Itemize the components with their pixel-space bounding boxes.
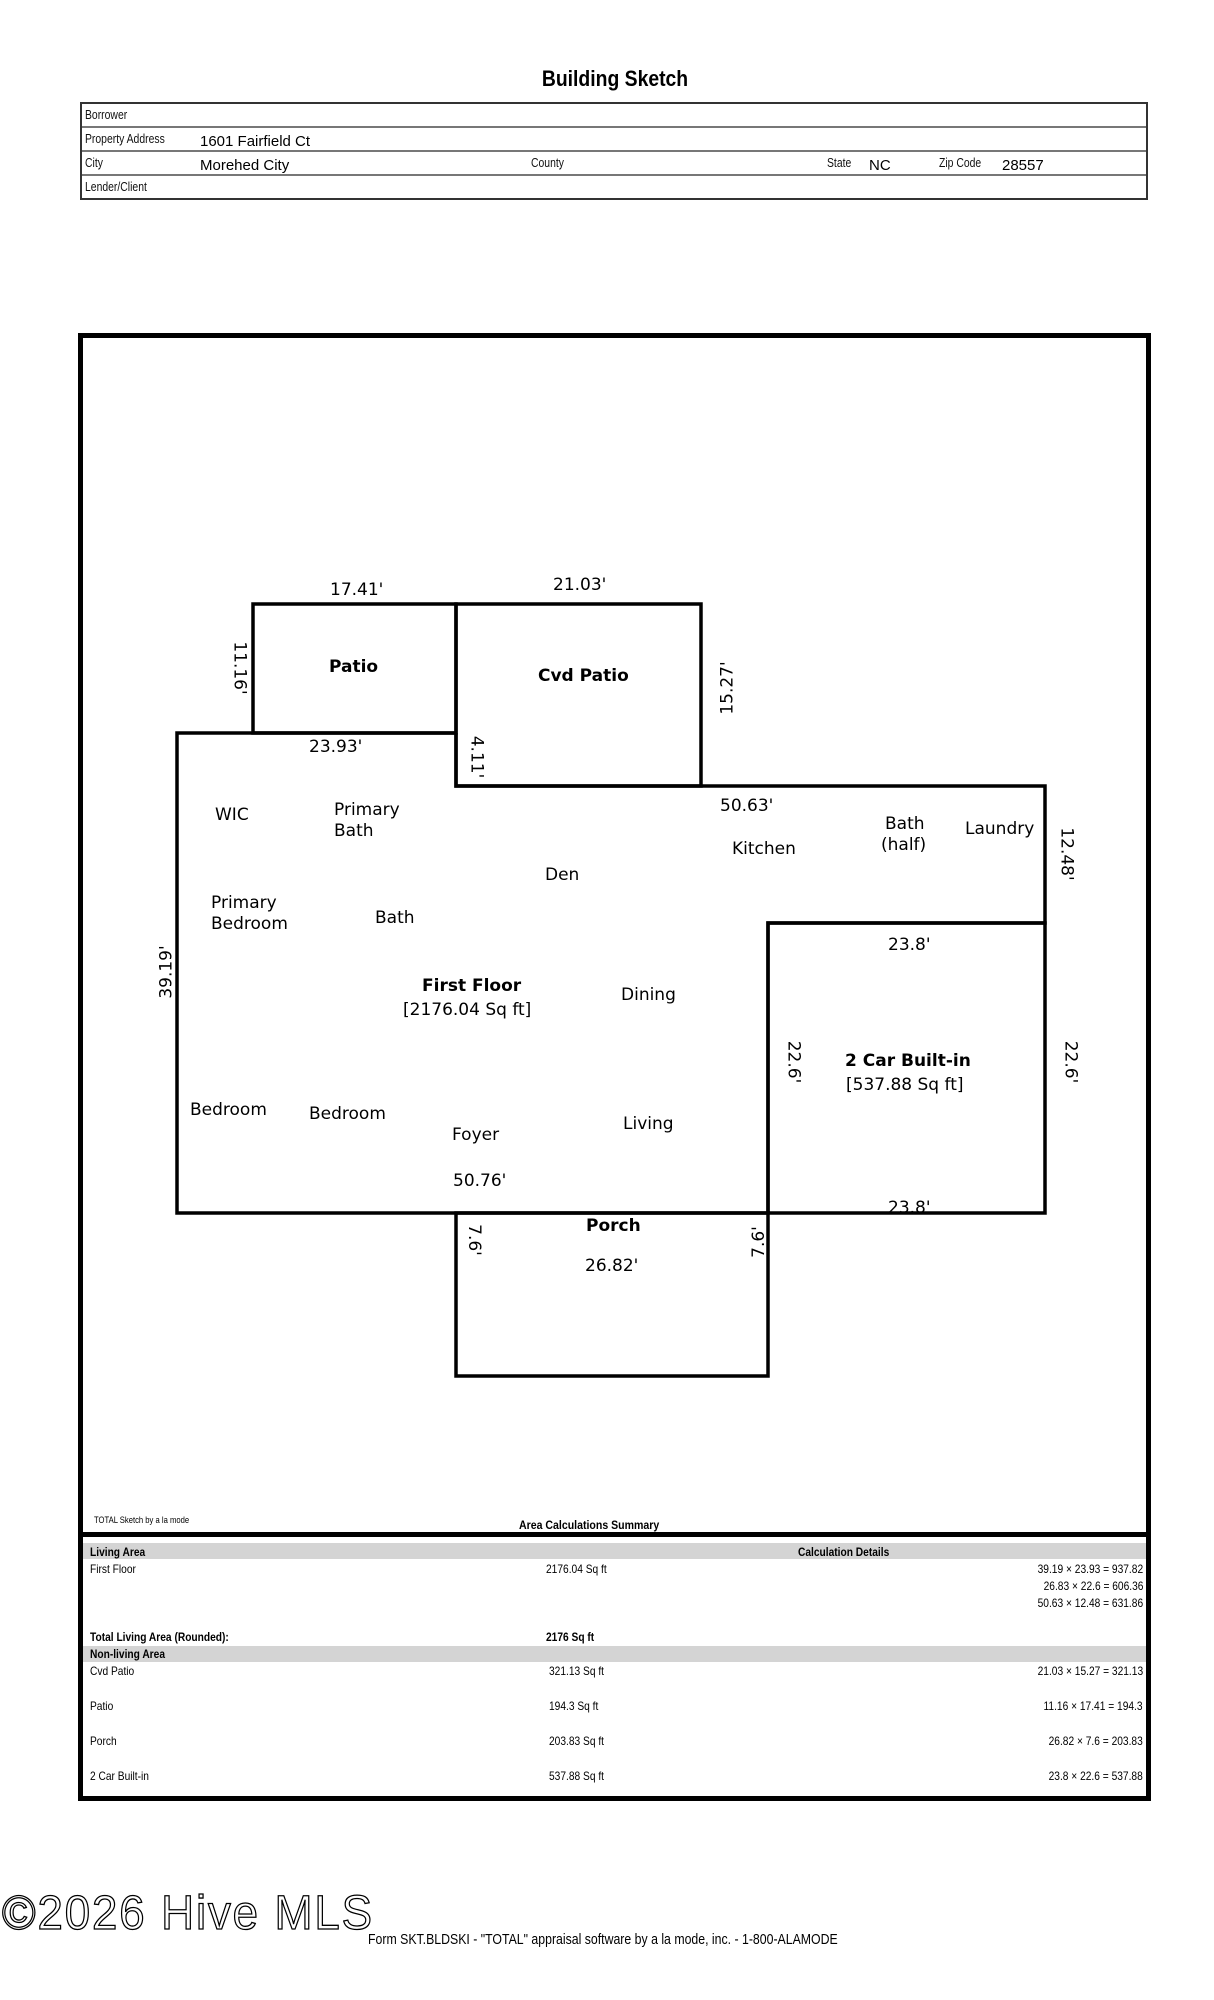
room-living: Living — [623, 1114, 674, 1134]
borrower-row: Borrower — [82, 104, 1146, 128]
dim-garage-top: 23.8' — [888, 935, 931, 955]
room-den: Den — [545, 865, 580, 885]
calculation-details-header: Calculation Details — [798, 1545, 890, 1559]
dim-step: 4.11' — [466, 735, 487, 779]
area-cvd-patio: Cvd Patio — [538, 666, 629, 686]
room-bedroom-1: Bedroom — [190, 1100, 267, 1120]
dim-porch-bottom: 26.82' — [585, 1256, 639, 1276]
nonliving-row-name: 2 Car Built-in — [90, 1769, 149, 1783]
nonliving-row-area: 203.83 Sq ft — [549, 1734, 605, 1748]
property-address-value: 1601 Fairfield Ct — [200, 133, 311, 150]
room-kitchen: Kitchen — [732, 839, 796, 859]
zip-value: 28557 — [1002, 157, 1044, 174]
nonliving-header: Non-living Area — [90, 1647, 165, 1661]
living-row-area: 2176.04 Sq ft — [546, 1562, 607, 1576]
room-primary-bedroom-2: Bedroom — [211, 914, 288, 934]
sketch-credit: TOTAL Sketch by a la mode — [94, 1515, 190, 1525]
dim-garage-right: 22.6' — [1060, 1040, 1081, 1084]
area-patio: Patio — [329, 657, 379, 677]
nonliving-row-calc: 26.82 × 7.6 = 203.83 — [1048, 1734, 1143, 1748]
garage-shape — [766, 921, 1047, 1215]
nonliving-row-calc: 21.03 × 15.27 = 321.13 — [1037, 1664, 1143, 1678]
zip-label: Zip Code — [939, 155, 982, 170]
room-primary-bath-2: Bath — [334, 821, 374, 841]
county-label: County — [531, 155, 564, 170]
living-calc-1: 39.19 × 23.93 = 937.82 — [1037, 1562, 1143, 1576]
nonliving-row-calc: 11.16 × 17.41 = 194.3 — [1043, 1699, 1143, 1713]
room-foyer: Foyer — [452, 1125, 500, 1145]
page-title: Building Sketch — [541, 66, 689, 91]
dim-porch-right: 7.6' — [748, 1226, 769, 1258]
porch-shape — [454, 1211, 770, 1378]
room-dining: Dining — [621, 985, 676, 1005]
nonliving-row-area: 194.3 Sq ft — [549, 1699, 599, 1713]
room-bedroom-2: Bedroom — [309, 1104, 386, 1124]
nonliving-row-area: 321.13 Sq ft — [549, 1664, 605, 1678]
dim-patio-left: 11.16' — [229, 641, 250, 695]
property-address-label: Property Address — [85, 131, 165, 146]
city-row: City Morehed City County State NC Zip Co… — [82, 152, 1146, 176]
nonliving-row-name: Porch — [90, 1734, 117, 1748]
nonliving-header-band — [83, 1646, 1146, 1662]
living-area-header: Living Area — [90, 1545, 146, 1559]
address-row: Property Address 1601 Fairfield Ct — [82, 128, 1146, 152]
room-primary-bath-1: Primary — [334, 800, 400, 820]
dim-cvd-top: 21.03' — [553, 575, 607, 595]
room-laundry: Laundry — [965, 819, 1035, 839]
dim-main-left: 39.19' — [156, 945, 177, 999]
nonliving-row-name: Patio — [90, 1699, 114, 1713]
area-garage-sqft: [537.88 Sq ft] — [846, 1075, 964, 1095]
room-bath: Bath — [375, 908, 415, 928]
area-first-floor: First Floor — [422, 976, 522, 996]
living-calc-3: 50.63 × 12.48 = 631.86 — [1037, 1596, 1143, 1610]
dim-patio-top: 17.41' — [330, 580, 384, 600]
dim-porch-left: 7.6' — [463, 1224, 484, 1256]
dim-right-upper: 12.48' — [1056, 827, 1077, 881]
state-label: State — [827, 155, 852, 170]
form-footer: Form SKT.BLDSKI - "TOTAL" appraisal soft… — [368, 1931, 838, 1948]
cvd-patio-shape — [454, 602, 703, 788]
lender-label: Lender/Client — [85, 179, 147, 194]
total-living-value: 2176 Sq ft — [546, 1630, 595, 1644]
city-value: Morehed City — [200, 157, 290, 174]
nonliving-row-area: 537.88 Sq ft — [549, 1769, 605, 1783]
dim-garage-left: 22.6' — [783, 1040, 804, 1084]
dim-main-top-right: 50.63' — [720, 796, 774, 816]
watermark: ©2026 Hive MLS — [1, 1886, 374, 1940]
borrower-label: Borrower — [85, 107, 128, 122]
first-floor-shape — [175, 731, 1047, 1215]
area-calculations-summary: Living Area Calculation Details First Fl… — [78, 1532, 1151, 1801]
lender-row: Lender/Client — [82, 176, 1146, 198]
area-first-floor-sqft: [2176.04 Sq ft] — [403, 1000, 532, 1020]
room-bath-half-1: Bath — [885, 814, 925, 834]
nonliving-row-name: Cvd Patio — [90, 1664, 135, 1678]
dim-cvd-right: 15.27' — [717, 661, 738, 715]
state-value: NC — [869, 157, 891, 174]
dim-main-top-left: 23.93' — [309, 737, 363, 757]
living-calc-2: 26.83 × 22.6 = 606.36 — [1043, 1579, 1143, 1593]
summary-title: Area Calculations Summary — [519, 1518, 660, 1532]
city-label: City — [85, 155, 103, 170]
dim-main-bottom: 50.76' — [453, 1171, 507, 1191]
room-wic: WIC — [215, 805, 249, 825]
dim-garage-bottom: 23.8' — [888, 1198, 931, 1218]
area-garage: 2 Car Built-in — [845, 1051, 971, 1071]
total-living-label: Total Living Area (Rounded): — [90, 1630, 229, 1644]
room-primary-bedroom-1: Primary — [211, 893, 277, 913]
property-info-table: Borrower Property Address 1601 Fairfield… — [80, 102, 1148, 200]
area-porch: Porch — [586, 1216, 641, 1236]
living-row-name: First Floor — [90, 1562, 136, 1576]
living-area-header-band — [83, 1543, 1146, 1559]
room-bath-half-2: (half) — [881, 835, 927, 855]
nonliving-row-calc: 23.8 × 22.6 = 537.88 — [1048, 1769, 1143, 1783]
